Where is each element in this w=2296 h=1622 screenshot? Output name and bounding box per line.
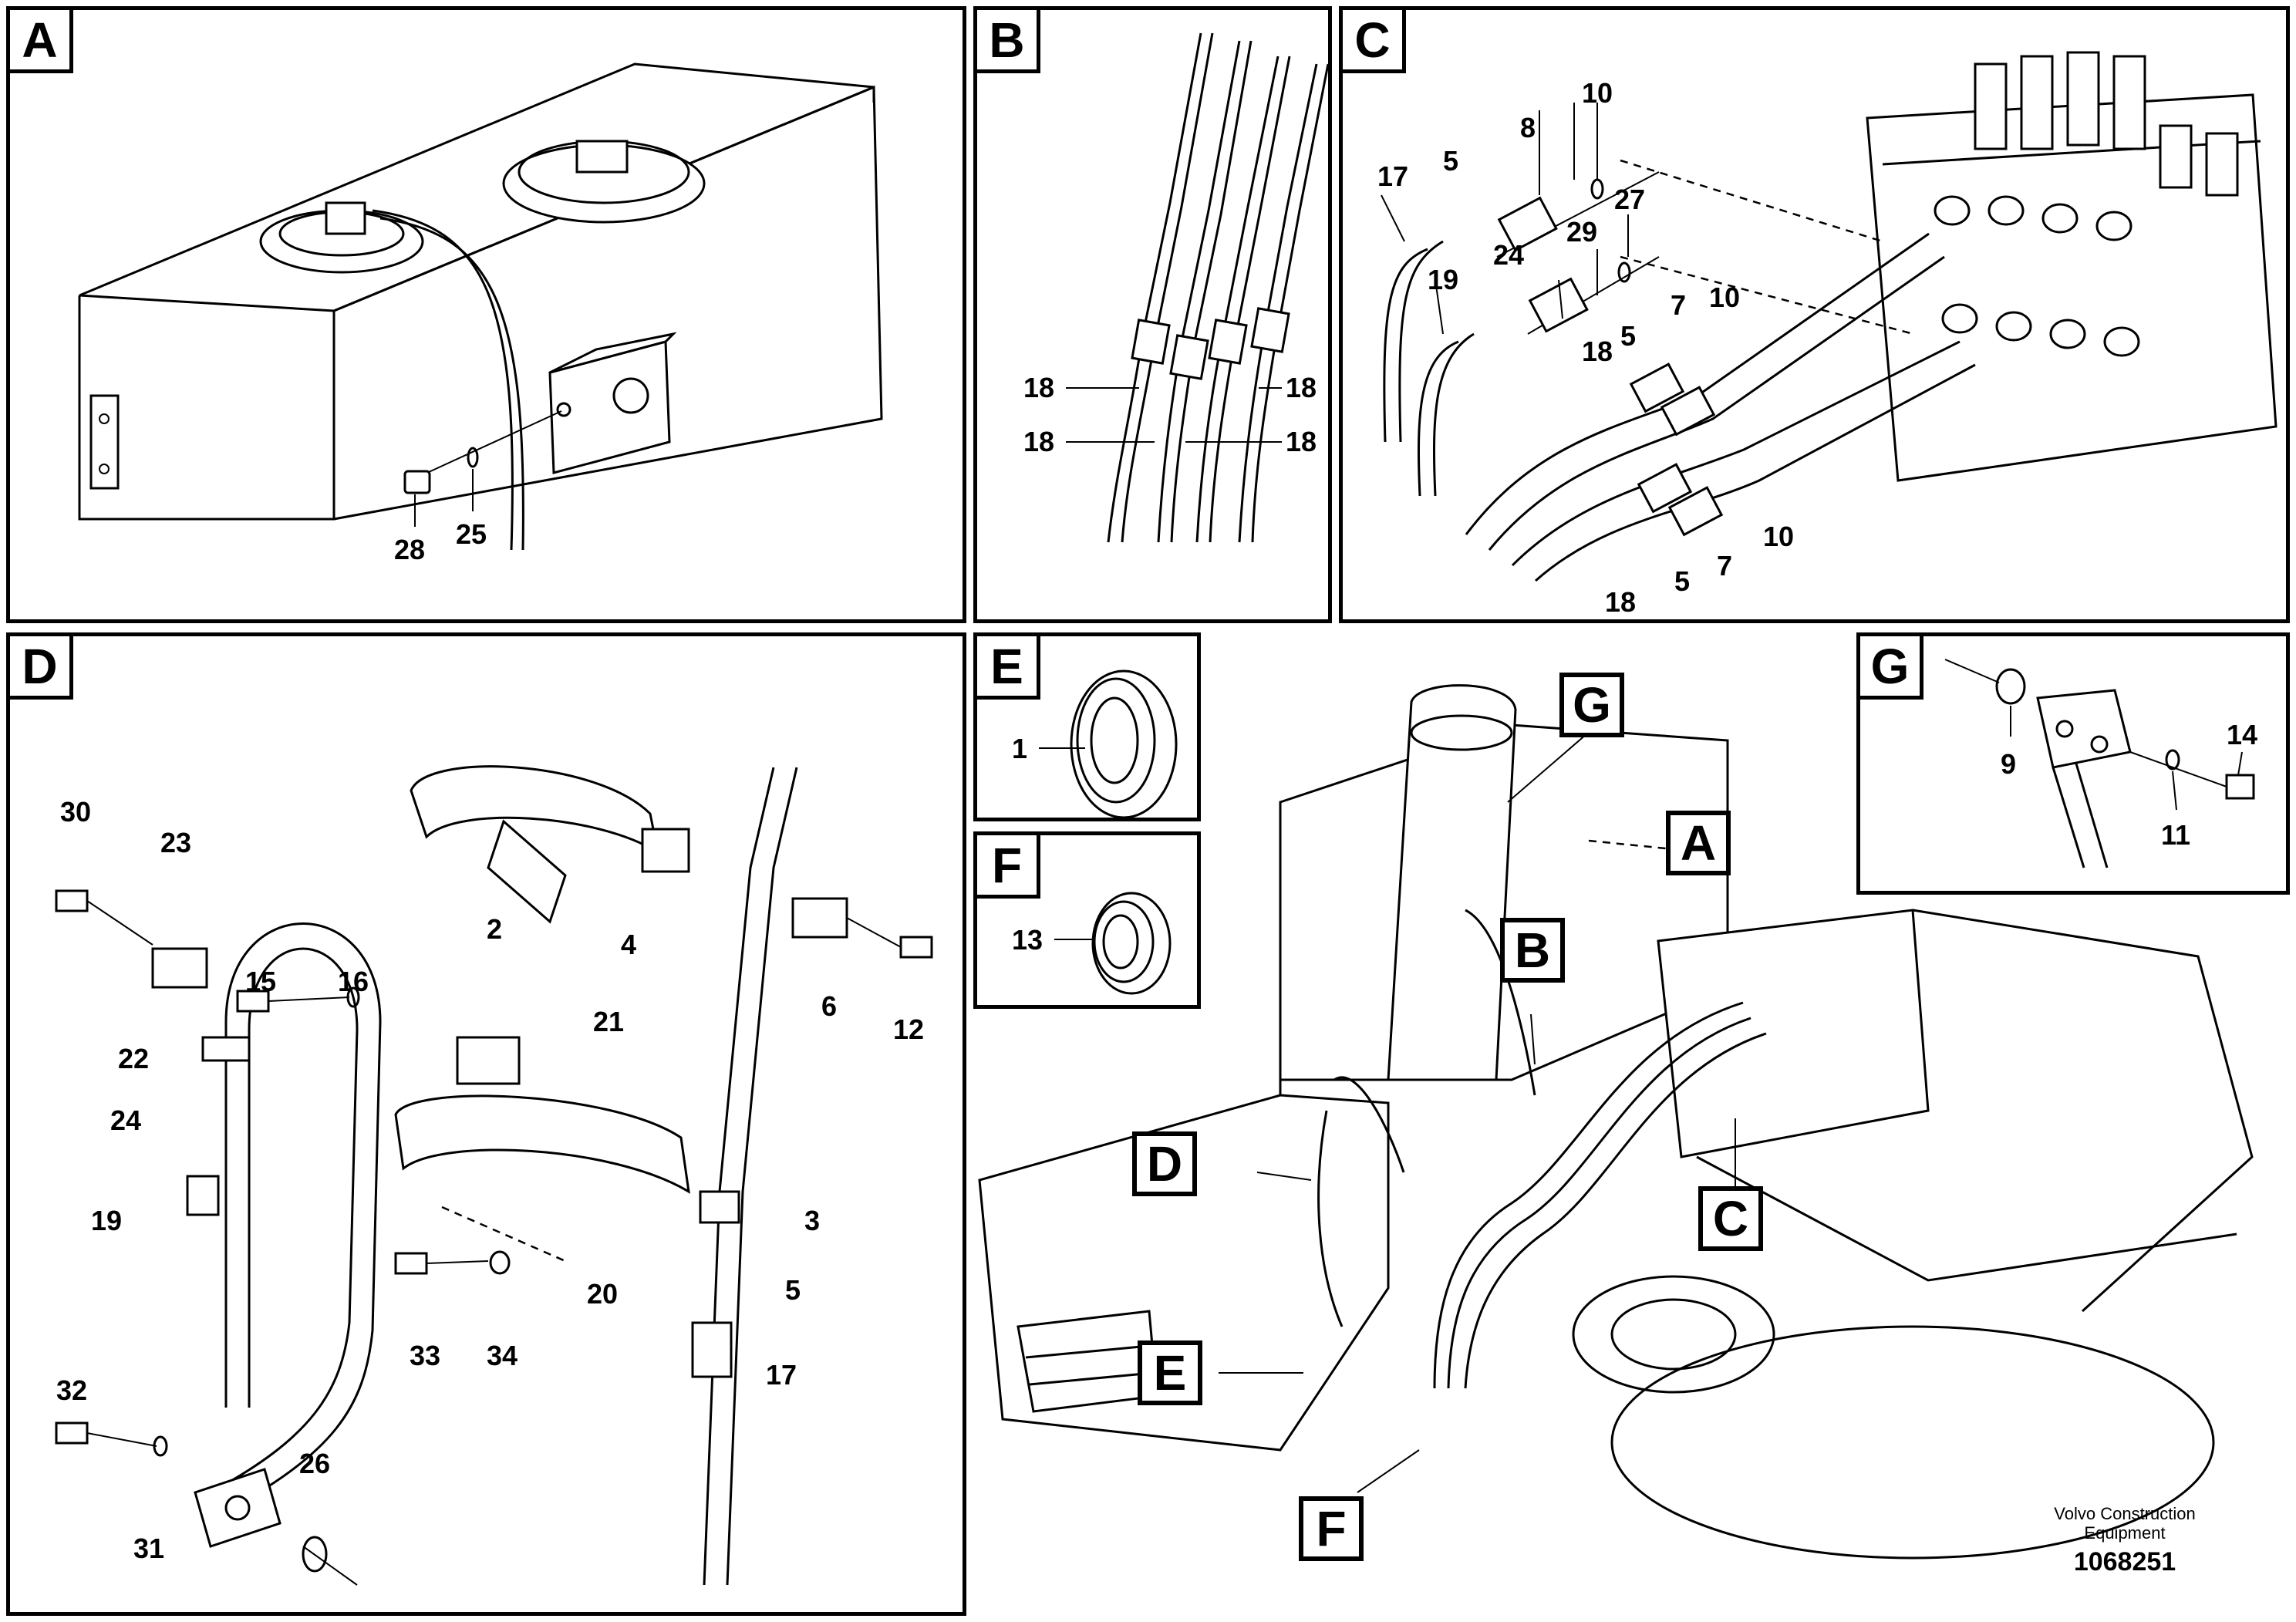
label-23: 23 (160, 827, 191, 858)
label-7-bottom: 7 (1717, 550, 1732, 582)
brand-line-2: Equipment (2084, 1523, 2166, 1543)
panel-b-tag: B (977, 10, 1040, 73)
label-17: 17 (1377, 160, 1408, 192)
label-1: 1 (1012, 733, 1027, 764)
label-6: 6 (821, 990, 837, 1022)
callout-b[interactable]: B (1500, 918, 1565, 983)
label-18-a: 18 (1023, 372, 1054, 403)
label-19-d: 19 (91, 1205, 122, 1236)
label-5-mid: 5 (1620, 320, 1636, 352)
label-34: 34 (487, 1340, 518, 1371)
callout-d[interactable]: D (1132, 1131, 1197, 1196)
callout-e[interactable]: E (1138, 1340, 1202, 1405)
panel-g-drawing: 9 14 11 (1944, 659, 2257, 868)
label-20: 20 (587, 1278, 618, 1310)
label-32: 32 (56, 1374, 87, 1406)
panel-e-drawing: 1 (1012, 669, 1178, 818)
label-30: 30 (60, 796, 91, 828)
label-28: 28 (394, 534, 425, 565)
label-26: 26 (299, 1448, 330, 1479)
label-19: 19 (1428, 264, 1458, 295)
label-5-top: 5 (1443, 145, 1458, 177)
label-12: 12 (893, 1013, 924, 1045)
label-3: 3 (804, 1205, 820, 1236)
label-18-d: 18 (1286, 426, 1317, 457)
callout-g[interactable]: G (1559, 673, 1624, 737)
panel-a-tag: A (10, 10, 73, 73)
panel-b-drawing: 18 18 18 18 (1023, 32, 1328, 543)
panel-c: C (1339, 6, 2290, 623)
label-10-mid: 10 (1709, 282, 1740, 313)
panel-g: G 9 14 11 (1856, 632, 2290, 895)
label-8: 8 (1520, 112, 1536, 143)
label-15: 15 (245, 966, 276, 997)
brand-line-1: Volvo Construction (2054, 1504, 2196, 1523)
label-31: 31 (133, 1533, 164, 1564)
drawing-number: 1068251 (2073, 1547, 2176, 1576)
label-13: 13 (1012, 924, 1043, 956)
label-18-b: 18 (1023, 426, 1054, 457)
panel-f: F 13 (973, 831, 1201, 1009)
panel-c-drawing: 10 8 17 5 27 29 24 19 7 10 18 5 10 5 7 1… (1377, 51, 2277, 618)
label-24-d: 24 (110, 1104, 141, 1136)
callout-a[interactable]: A (1666, 811, 1731, 875)
label-9: 9 (2001, 748, 2016, 780)
panel-f-drawing: 13 (1012, 892, 1172, 995)
panel-d-drawing: 15 16 30 23 2 4 6 12 21 22 24 19 3 5 20 … (55, 765, 933, 1586)
label-18-c: 18 (1286, 372, 1317, 403)
panel-a-drawing: 28 25 (78, 62, 883, 565)
panel-d: D (6, 632, 966, 1616)
panel-e-tag: E (977, 636, 1040, 700)
label-29: 29 (1566, 216, 1597, 248)
panel-e: E 1 (973, 632, 1201, 821)
label-33: 33 (410, 1340, 440, 1371)
label-22: 22 (118, 1043, 149, 1074)
panel-c-tag: C (1343, 10, 1406, 73)
label-7-top: 7 (1671, 289, 1686, 321)
label-24: 24 (1493, 239, 1524, 271)
panel-f-tag: F (977, 835, 1040, 899)
label-10-top: 10 (1582, 77, 1613, 109)
label-10-bottom: 10 (1763, 521, 1794, 552)
label-14: 14 (2227, 719, 2257, 750)
label-16: 16 (338, 966, 369, 997)
label-21: 21 (593, 1006, 624, 1037)
label-5-d: 5 (785, 1274, 801, 1306)
label-27: 27 (1614, 184, 1645, 215)
callout-f[interactable]: F (1299, 1496, 1364, 1561)
panel-a: A 28 25 (6, 6, 966, 623)
label-18-bottom: 18 (1605, 586, 1636, 618)
panel-b: B 18 18 18 18 (973, 6, 1332, 623)
drawing-footer: Volvo Construction Equipment 1068251 (2036, 1504, 2213, 1577)
label-17-d: 17 (766, 1359, 797, 1391)
label-25: 25 (456, 518, 487, 550)
callout-c[interactable]: C (1698, 1186, 1763, 1251)
label-18-top: 18 (1582, 336, 1613, 367)
label-2: 2 (487, 913, 502, 945)
panel-g-tag: G (1860, 636, 1923, 700)
label-5-bottom: 5 (1674, 565, 1690, 597)
label-4: 4 (621, 929, 636, 960)
panel-d-tag: D (10, 636, 73, 700)
label-11: 11 (2161, 819, 2190, 851)
